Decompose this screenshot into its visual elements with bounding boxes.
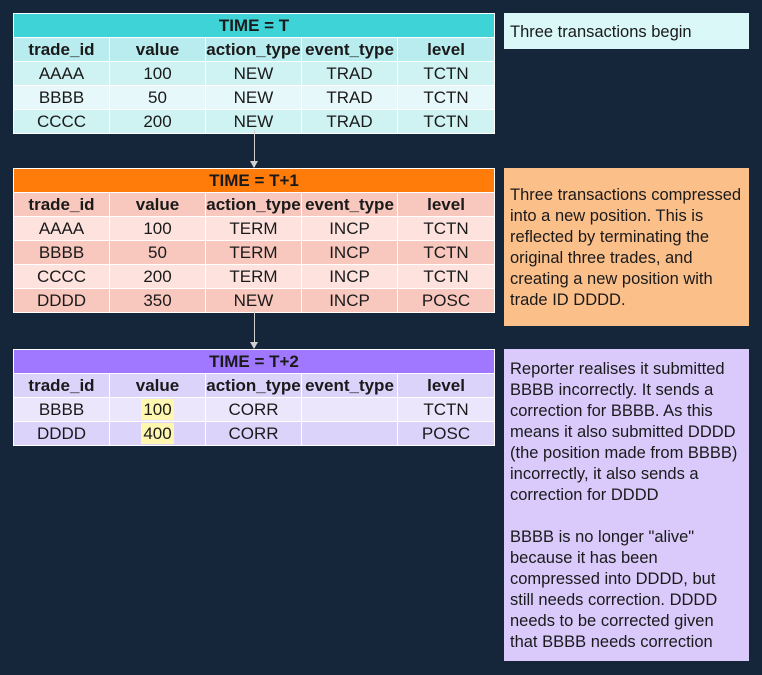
cell-event-type: INCP (301, 240, 398, 265)
note-paragraph: Reporter realises it submitted BBBB inco… (510, 360, 738, 504)
col-header-event-type: event_type (301, 373, 398, 398)
cell-action-type: NEW (205, 61, 302, 86)
col-header-trade-id: trade_id (13, 37, 110, 62)
cell-value: 200 (109, 264, 206, 289)
cell-trade-id: BBBB (13, 85, 110, 110)
cell-action-type: TERM (205, 240, 302, 265)
cell-trade-id: CCCC (13, 264, 110, 289)
cell-value: 50 (109, 85, 206, 110)
cell-action-type: TERM (205, 264, 302, 289)
col-header-event-type: event_type (301, 192, 398, 217)
table-time-t-plus-2: TIME = T+2 trade_id value action_type ev… (12, 349, 496, 446)
cell-value: 100 (109, 216, 206, 241)
cell-event-type: TRAD (301, 109, 398, 134)
cell-level: TCTN (396, 216, 496, 241)
cell-trade-id: BBBB (13, 397, 110, 422)
table-title: TIME = T+2 (12, 349, 496, 374)
col-header-action-type: action_type (205, 192, 302, 217)
table-row: BBBB 100 CORR TCTN (13, 397, 496, 422)
col-header-trade-id: trade_id (13, 373, 110, 398)
highlight-value: 100 (141, 398, 174, 420)
col-header-trade-id: trade_id (13, 192, 110, 217)
cell-level: TCTN (396, 397, 496, 422)
col-header-value: value (109, 373, 206, 398)
col-header-level: level (396, 192, 496, 217)
table-time-t: TIME = T trade_id value action_type even… (12, 13, 496, 134)
col-header-event-type: event_type (301, 37, 398, 62)
note-time-t-plus-1: Three transactions compressed into a new… (504, 168, 749, 326)
cell-trade-id: AAAA (13, 216, 110, 241)
table-row: BBBB 50 NEW TRAD TCTN (13, 85, 496, 110)
table-title: TIME = T (12, 13, 496, 38)
cell-event-type (301, 397, 398, 422)
cell-level: TCTN (396, 61, 496, 86)
cell-action-type: CORR (205, 397, 302, 422)
note-time-t: Three transactions begin (504, 13, 749, 49)
cell-action-type: CORR (205, 421, 302, 446)
note-time-t-plus-2: Reporter realises it submitted BBBB inco… (504, 349, 749, 661)
cell-event-type: INCP (301, 216, 398, 241)
cell-event-type: TRAD (301, 61, 398, 86)
cell-value-highlighted: 400 (109, 421, 206, 446)
cell-action-type: NEW (205, 288, 302, 313)
table-time-t-plus-1: TIME = T+1 trade_id value action_type ev… (12, 168, 496, 313)
cell-level: TCTN (396, 85, 496, 110)
table-row: DDDD 350 NEW INCP POSC (13, 288, 496, 313)
cell-value: 350 (109, 288, 206, 313)
table-row: AAAA 100 NEW TRAD TCTN (13, 61, 496, 86)
cell-trade-id: BBBB (13, 240, 110, 265)
col-header-level: level (396, 373, 496, 398)
cell-event-type: INCP (301, 288, 398, 313)
table-title: TIME = T+1 (12, 168, 496, 193)
cell-action-type: NEW (205, 109, 302, 134)
arrow-down-connector (250, 130, 258, 168)
col-header-value: value (109, 192, 206, 217)
cell-action-type: TERM (205, 216, 302, 241)
cell-trade-id: DDDD (13, 288, 110, 313)
cell-level: POSC (396, 288, 496, 313)
cell-trade-id: CCCC (13, 109, 110, 134)
arrow-down-connector (250, 310, 258, 349)
table-row: CCCC 200 NEW TRAD TCTN (13, 109, 496, 134)
table-row: BBBB 50 TERM INCP TCTN (13, 240, 496, 265)
cell-action-type: NEW (205, 85, 302, 110)
col-header-action-type: action_type (205, 373, 302, 398)
cell-event-type (301, 421, 398, 446)
table-row: DDDD 400 CORR POSC (13, 421, 496, 446)
table-row: CCCC 200 TERM INCP TCTN (13, 264, 496, 289)
cell-value: 100 (109, 61, 206, 86)
cell-value: 50 (109, 240, 206, 265)
note-paragraph: BBBB is no longer "alive" because it has… (510, 528, 718, 651)
cell-event-type: INCP (301, 264, 398, 289)
cell-level: TCTN (396, 240, 496, 265)
cell-value-highlighted: 100 (109, 397, 206, 422)
cell-value: 200 (109, 109, 206, 134)
col-header-level: level (396, 37, 496, 62)
cell-level: TCTN (396, 264, 496, 289)
cell-event-type: TRAD (301, 85, 398, 110)
table-row: AAAA 100 TERM INCP TCTN (13, 216, 496, 241)
cell-level: TCTN (396, 109, 496, 134)
cell-level: POSC (396, 421, 496, 446)
col-header-action-type: action_type (205, 37, 302, 62)
highlight-value: 400 (141, 422, 174, 444)
cell-trade-id: DDDD (13, 421, 110, 446)
col-header-value: value (109, 37, 206, 62)
cell-trade-id: AAAA (13, 61, 110, 86)
